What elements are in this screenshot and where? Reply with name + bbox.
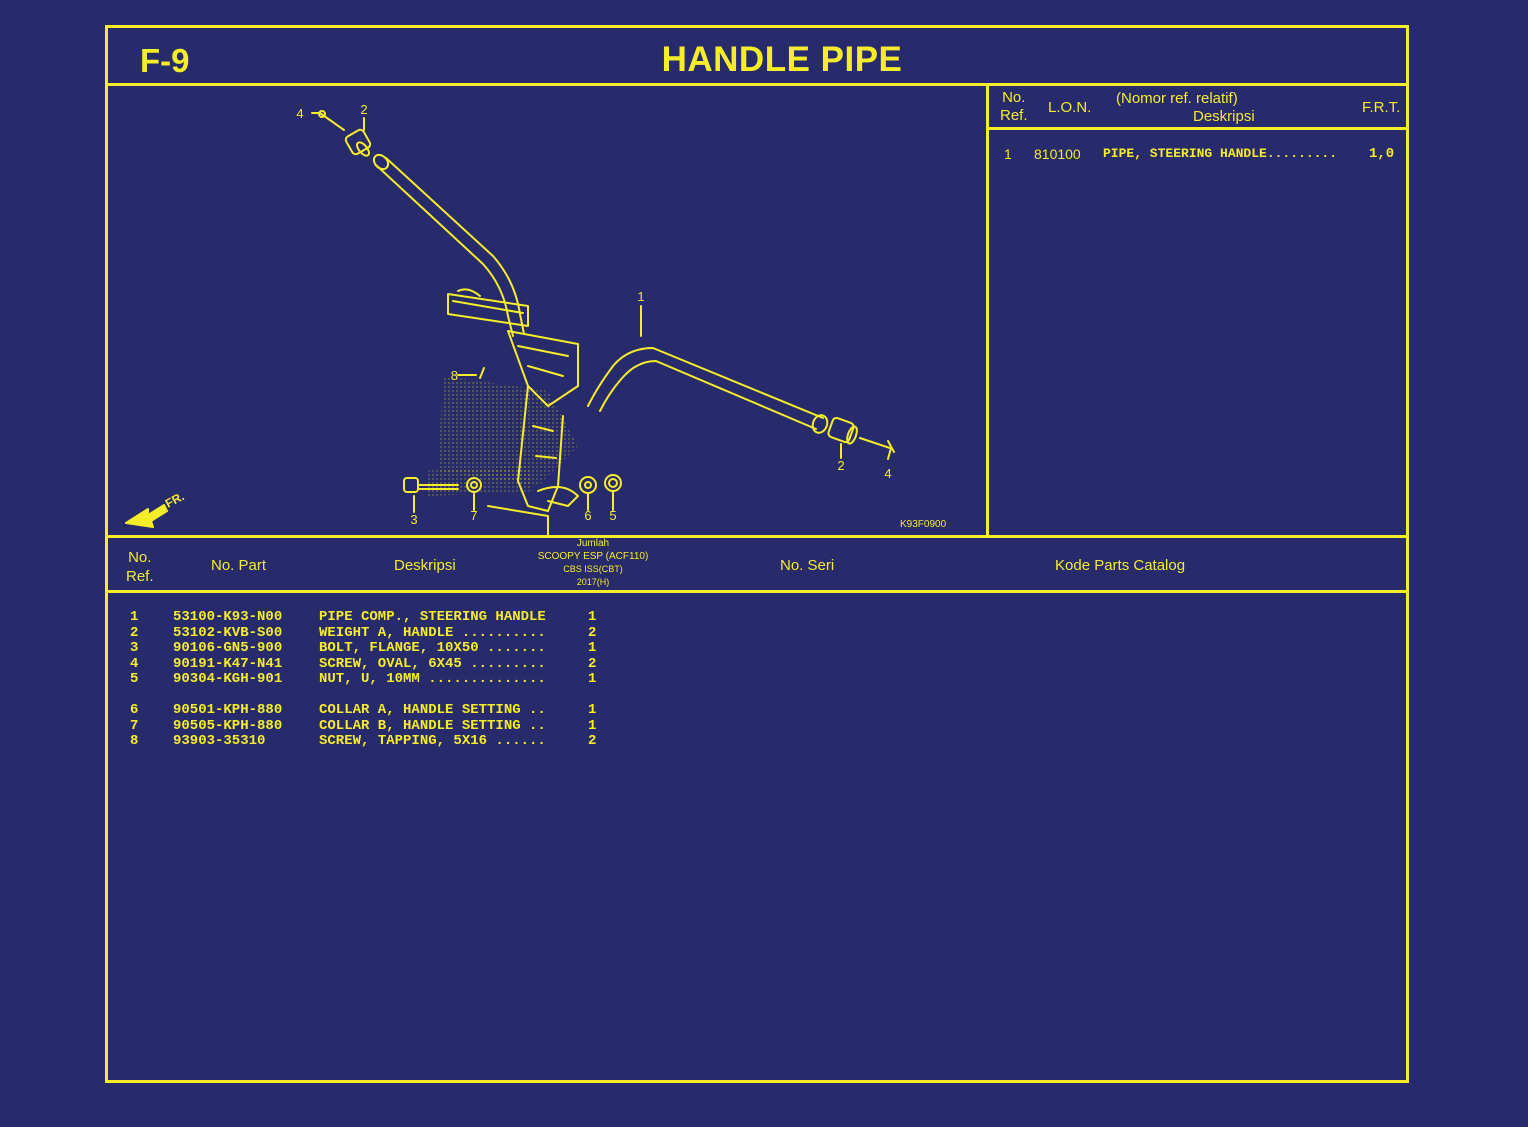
callout-5: 5 xyxy=(609,508,616,523)
row-part: 90304-KGH-901 xyxy=(173,671,283,687)
callout-2: 2 xyxy=(360,102,367,117)
parts-col-ref: Ref. xyxy=(126,568,154,585)
divider xyxy=(108,83,1406,86)
row-part: 90191-K47-N41 xyxy=(173,655,283,672)
row-ref: 1 xyxy=(130,609,139,625)
row-qty: 1 xyxy=(588,609,597,625)
lon-col-frt: F.R.T. xyxy=(1362,99,1401,116)
row-part: 53100-K93-N00 xyxy=(173,609,283,625)
table-row: 8 93903-35310 SCREW, TAPPING, 5X16 .....… xyxy=(130,733,596,750)
row-part: 90106-GN5-900 xyxy=(173,640,283,656)
table-row: 3 90106-GN5-900 BOLT, FLANGE, 10X50 ....… xyxy=(130,640,596,657)
callout-1: 1 xyxy=(637,289,644,304)
row-ref: 8 xyxy=(130,733,139,749)
parts-col-qty: Jumlah SCOOPY ESP (ACF110) CBS ISS(CBT) … xyxy=(533,537,653,589)
callout-4: 4 xyxy=(296,106,303,121)
row-part: 53102-KVB-S00 xyxy=(173,624,283,641)
parts-col-qty-year: 2017(H) xyxy=(576,577,610,587)
parts-col-catalog: Kode Parts Catalog xyxy=(1055,557,1186,574)
row-part: 90505-KPH-880 xyxy=(173,717,283,734)
lon-row-ref: 1 xyxy=(1004,146,1012,162)
divider xyxy=(986,83,989,535)
row-qty: 1 xyxy=(588,671,597,687)
row-ref: 5 xyxy=(130,671,139,687)
divider xyxy=(108,590,1406,593)
row-desc: COLLAR A, HANDLE SETTING .. xyxy=(319,702,546,718)
parts-col-qty-model: SCOOPY ESP (ACF110) xyxy=(537,551,649,562)
lon-col-no-ref: No. Ref. xyxy=(1000,89,1028,125)
row-part: 90501-KPH-880 xyxy=(173,702,283,718)
row-ref: 3 xyxy=(130,640,139,656)
row-desc: SCREW, OVAL, 6X45 ......... xyxy=(319,655,546,672)
callout-6: 6 xyxy=(584,508,591,523)
row-ref: 6 xyxy=(130,702,139,718)
parts-col-no-ref: No. Ref. xyxy=(126,548,154,586)
row-desc: PIPE COMP., STEERING HANDLE xyxy=(319,609,546,625)
table-row: 1 53100-K93-N00 PIPE COMP., STEERING HAN… xyxy=(130,609,596,626)
table-row: 7 90505-KPH-880 COLLAR B, HANDLE SETTING… xyxy=(130,717,596,735)
row-qty: 2 xyxy=(588,655,597,672)
divider xyxy=(986,127,1406,130)
parts-col-no: No. xyxy=(128,549,152,566)
row-ref: 2 xyxy=(130,624,139,641)
row-desc: SCREW, TAPPING, 5X16 ...... xyxy=(319,733,546,749)
row-qty: 2 xyxy=(588,624,597,641)
lon-col-lon: L.O.N. xyxy=(1048,99,1092,116)
parts-col-part: No. Part xyxy=(211,557,267,574)
row-ref: 4 xyxy=(130,655,139,672)
row-part: 93903-35310 xyxy=(173,733,266,749)
catalog-frame: F-9 HANDLE PIPE No. Ref. L.O.N. (Nomor r… xyxy=(105,25,1409,1083)
parts-col-qty-variant: CBS ISS(CBT) xyxy=(563,564,623,574)
callout-3: 3 xyxy=(410,512,417,527)
parts-col-serial: No. Seri xyxy=(780,557,835,574)
divider xyxy=(108,535,1406,538)
table-row: 4 90191-K47-N41 SCREW, OVAL, 6X45 ......… xyxy=(130,655,596,673)
callout-4: 4 xyxy=(884,466,891,481)
lon-row-desc: PIPE, STEERING HANDLE......... xyxy=(1103,146,1338,161)
lon-col-no: No. xyxy=(1002,89,1026,106)
parts-col-desc: Deskripsi xyxy=(394,557,456,574)
parts-col-qty-title: Jumlah xyxy=(576,538,610,549)
callout-2: 2 xyxy=(837,458,844,473)
callout-8: 8 xyxy=(451,368,458,383)
row-desc: BOLT, FLANGE, 10X50 ....... xyxy=(319,640,546,656)
lon-col-ref: Ref. xyxy=(1000,107,1028,124)
row-desc: COLLAR B, HANDLE SETTING .. xyxy=(319,717,546,734)
handle-pipe-diagram: 1 2 2 3 4 4 5 6 7 8 FR. K93F0900 xyxy=(125,102,947,538)
page-title: HANDLE PIPE xyxy=(661,40,903,79)
row-desc: WEIGHT A, HANDLE .......... xyxy=(319,624,546,641)
lon-row-frt: 1,0 xyxy=(1369,146,1395,162)
diagram-image-code: K93F0900 xyxy=(900,519,947,530)
lon-row-lon: 810100 xyxy=(1034,146,1081,162)
row-desc: NUT, U, 10MM .............. xyxy=(319,671,546,687)
row-qty: 1 xyxy=(588,640,597,656)
table-row: 5 90304-KGH-901 NUT, U, 10MM ...........… xyxy=(130,671,596,688)
row-qty: 1 xyxy=(588,717,597,734)
row-ref: 7 xyxy=(130,717,139,734)
front-label: FR. xyxy=(163,489,187,510)
row-qty: 2 xyxy=(588,733,597,749)
lon-row: 1 810100 PIPE, STEERING HANDLE......... … xyxy=(988,146,1408,164)
lon-col-desc: (Nomor ref. relatif) Deskripsi xyxy=(1116,90,1366,126)
lon-col-desc-line1: (Nomor ref. relatif) xyxy=(1116,90,1238,107)
page-code: F-9 xyxy=(140,42,190,79)
lon-col-desc-line2: Deskripsi xyxy=(1193,108,1255,125)
table-row: 6 90501-KPH-880 COLLAR A, HANDLE SETTING… xyxy=(130,702,596,719)
callout-7: 7 xyxy=(470,508,477,523)
table-row: 2 53102-KVB-S00 WEIGHT A, HANDLE .......… xyxy=(130,624,596,642)
row-qty: 1 xyxy=(588,702,597,718)
